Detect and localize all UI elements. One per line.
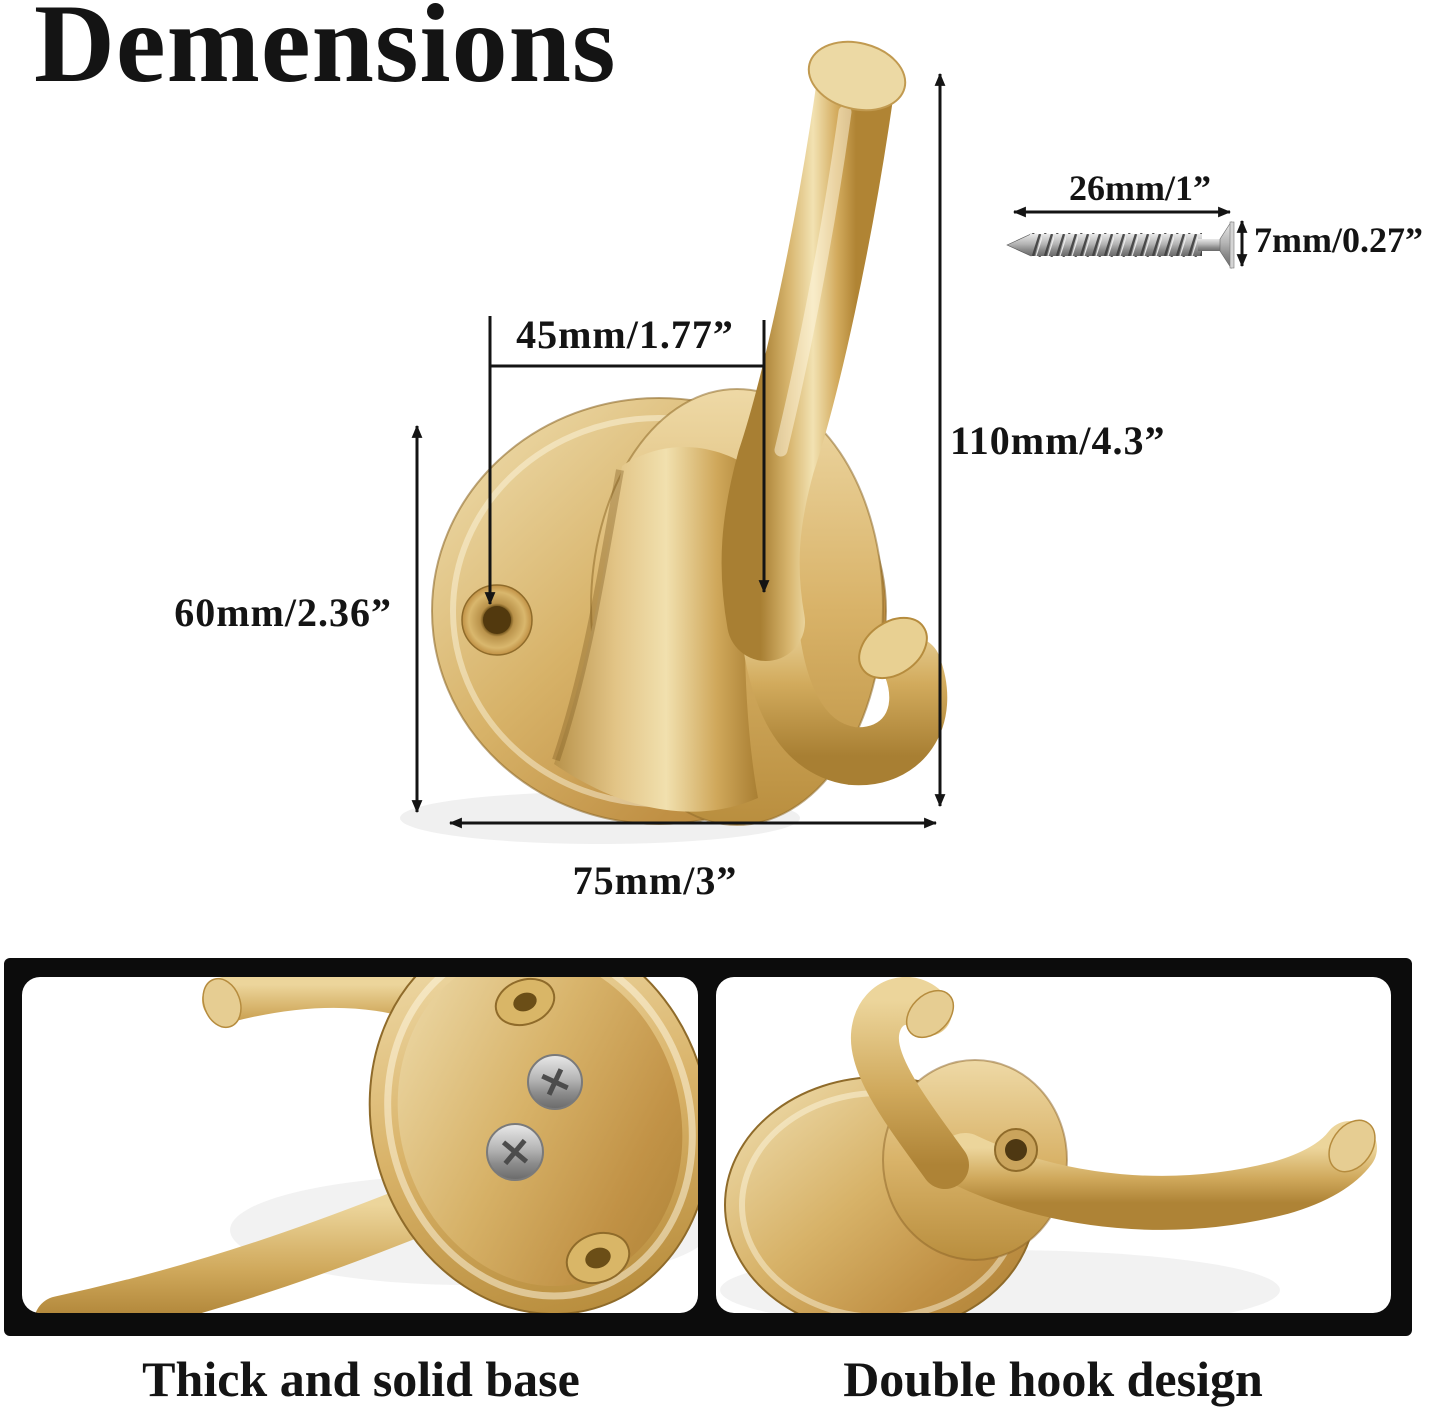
screw-hole-left bbox=[461, 584, 533, 656]
screw-head bbox=[1219, 220, 1232, 270]
hook-main-photo bbox=[400, 40, 948, 844]
caption-thick-base: Thick and solid base bbox=[142, 1351, 580, 1407]
screw-head-face bbox=[1229, 221, 1235, 269]
page-title: Demensions bbox=[34, 0, 617, 106]
stem-shade bbox=[552, 469, 624, 762]
lower-hook bbox=[739, 581, 948, 786]
dim-label-base-height: 60mm/2.36” bbox=[174, 590, 392, 635]
side-lower-arm bbox=[938, 1121, 1377, 1230]
side-upper-hook bbox=[850, 977, 969, 1189]
feature-panels bbox=[4, 958, 1412, 1336]
hook-stem bbox=[554, 446, 758, 812]
back-lower-arm bbox=[34, 1179, 456, 1313]
lower-hook-tip bbox=[858, 616, 928, 680]
upper-hook bbox=[721, 40, 907, 661]
panel-right-photo bbox=[720, 977, 1377, 1313]
caption-double-hook: Double hook design bbox=[843, 1351, 1263, 1407]
dim-label-base-width: 75mm/3” bbox=[572, 858, 738, 903]
screw-tip bbox=[1006, 233, 1032, 257]
back-plate bbox=[368, 977, 698, 1313]
dim-label-screw-head: 7mm/0.27” bbox=[1254, 220, 1423, 260]
screw-illustration bbox=[1006, 220, 1235, 270]
panel-left-photo bbox=[34, 977, 698, 1313]
dim-label-hole-spacing: 45mm/1.77” bbox=[516, 312, 734, 357]
screw-threads bbox=[1030, 233, 1202, 257]
upper-hook-tip bbox=[807, 40, 907, 112]
screw-shank bbox=[1198, 239, 1222, 251]
dimension-lines bbox=[411, 72, 1248, 829]
dim-label-screw-length: 26mm/1” bbox=[1069, 168, 1211, 208]
dim-label-hook-height: 110mm/4.3” bbox=[950, 418, 1166, 463]
mounting-screws bbox=[486, 1054, 583, 1181]
